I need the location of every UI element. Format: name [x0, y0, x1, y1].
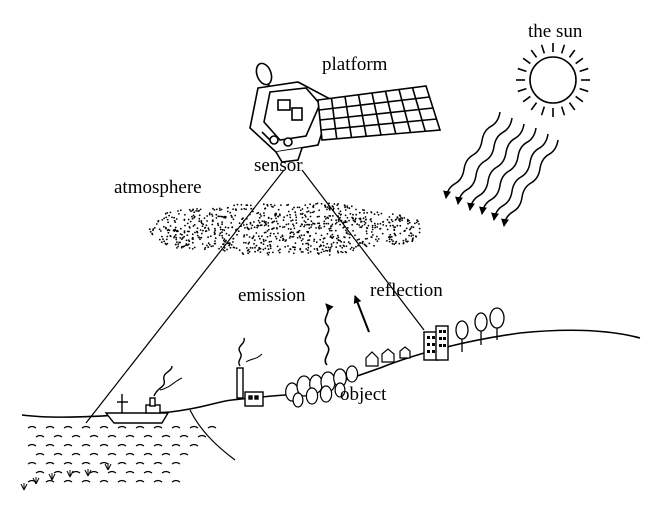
satellite-platform-icon: [249, 62, 442, 163]
solar-radiation-arrows: [443, 111, 559, 227]
reflection-label: reflection: [370, 280, 443, 301]
sun-label: the sun: [528, 21, 583, 42]
factory-icon: [236, 337, 264, 407]
emission-arrow: [324, 303, 334, 366]
atmosphere-label: atmosphere: [114, 177, 202, 198]
city-buildings-icon: [423, 325, 449, 361]
object-label: object: [340, 384, 387, 405]
platform-label: platform: [322, 54, 388, 75]
sensor-view-lines: [85, 169, 425, 424]
sun-icon: [516, 43, 590, 117]
grass-tufts: [20, 463, 112, 491]
reflection-arrow: [353, 295, 370, 333]
houses-icon: [365, 346, 411, 367]
sensor-label: sensor: [254, 155, 303, 176]
emission-label: emission: [238, 285, 306, 306]
ship-icon: [104, 365, 183, 424]
water-body: [27, 425, 217, 483]
hill-trees-icon: [455, 307, 505, 352]
atmosphere-cloud: [148, 202, 421, 256]
vegetation-cluster: [285, 365, 359, 408]
